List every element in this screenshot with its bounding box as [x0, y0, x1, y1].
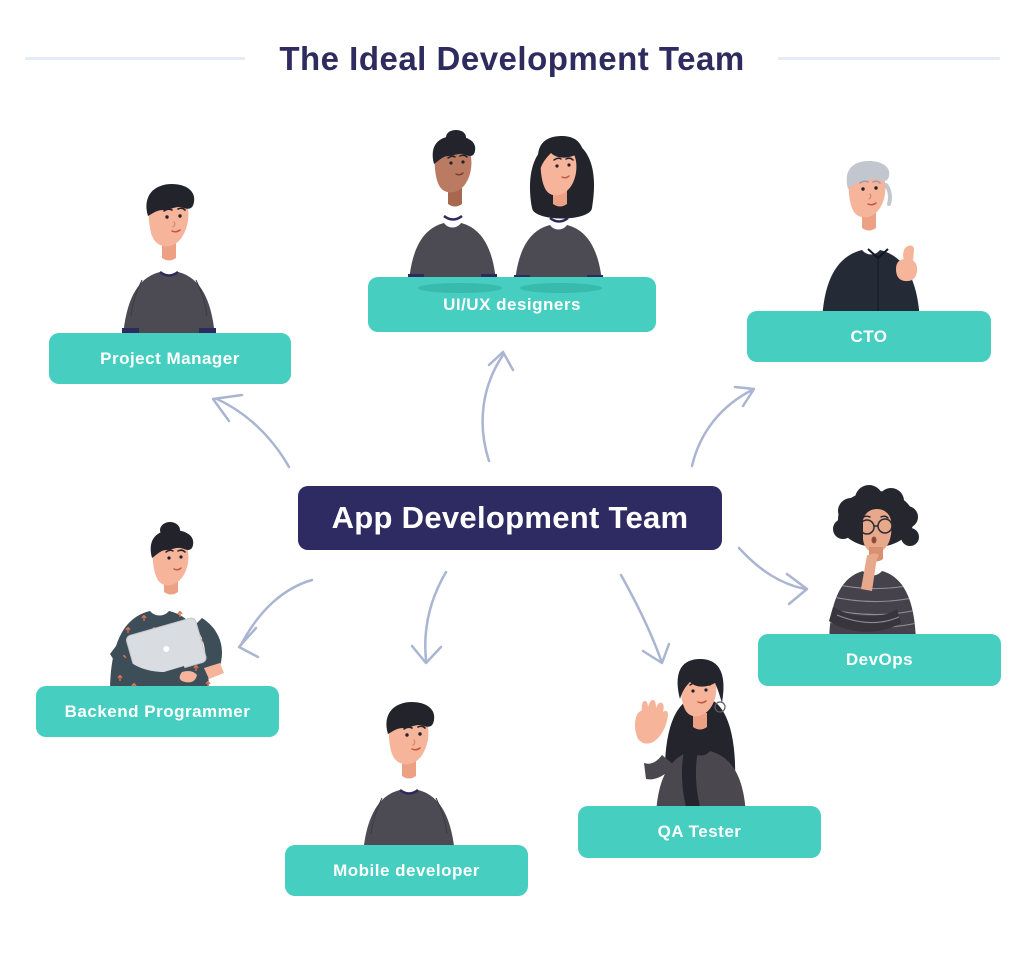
qa-tester-illustration — [635, 659, 746, 815]
title-rule-right — [778, 57, 1000, 60]
role-label-text: CTO — [850, 326, 888, 346]
role-label-project-manager: Project Manager — [49, 333, 291, 384]
center-node: App Development Team — [298, 486, 722, 550]
arrow-to-qa-tester — [619, 573, 671, 665]
role-label-mobile-developer: Mobile developer — [285, 845, 528, 896]
backend-programmer-illustration — [110, 522, 224, 693]
devops-illustration — [829, 485, 919, 647]
title-rule-left — [25, 57, 245, 60]
role-label-text: DevOps — [845, 650, 914, 669]
role-label-cto: CTO — [747, 311, 991, 362]
arrow-to-mobile-developer — [410, 570, 448, 665]
cto-illustration — [822, 161, 920, 322]
role-label-text: QA Tester — [657, 822, 742, 841]
figure-shadow — [418, 283, 502, 293]
role-label-uiux-designers: UI/UX designers — [368, 277, 656, 332]
arrow-to-uiux-designers — [481, 350, 515, 463]
waving-hand — [635, 700, 668, 744]
arrow-to-devops — [737, 546, 809, 606]
arrow-to-project-manager — [211, 393, 291, 469]
role-label-backend-programmer: Backend Programmer — [36, 686, 279, 737]
role-label-devops: DevOps — [758, 634, 1001, 686]
center-node-label: App Development Team — [331, 500, 689, 535]
role-label-text: Mobile developer — [333, 860, 480, 880]
page-title: The Ideal Development Team — [279, 40, 745, 77]
role-label-text: UI/UX designers — [443, 294, 581, 314]
thumbs-up-hand — [896, 245, 918, 282]
figure-shadow — [520, 283, 602, 293]
role-label-text: Backend Programmer — [64, 701, 251, 721]
role-label-text: Project Manager — [100, 348, 240, 368]
role-label-qa-tester: QA Tester — [578, 806, 821, 858]
curly-hair — [833, 485, 919, 547]
arrow-to-cto — [690, 385, 756, 468]
arrow-to-backend-programmer — [237, 578, 314, 659]
